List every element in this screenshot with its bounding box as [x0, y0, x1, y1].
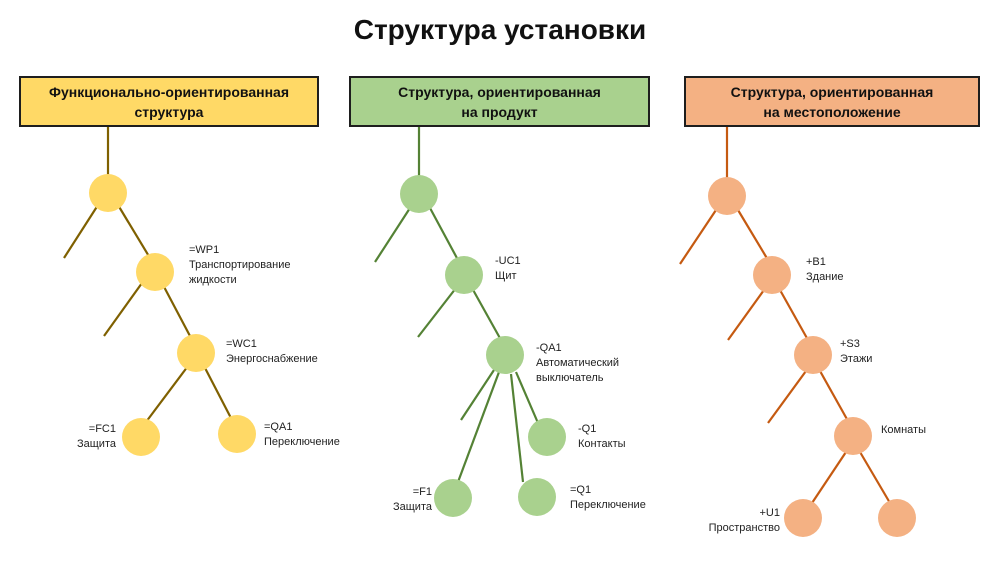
connector-line [737, 209, 769, 261]
label-q1-switch: =Q1 Переключение [570, 483, 646, 513]
branch-line [679, 209, 717, 265]
node-uc1 [445, 256, 483, 294]
label-text: Энергоснабжение [226, 353, 318, 365]
label-code: -Q1 [578, 423, 597, 435]
branch-line [63, 204, 99, 259]
tree-lines-location [679, 127, 891, 507]
label-code: +B1 [806, 256, 826, 268]
node-qa1-functional [218, 415, 256, 453]
node-wp1 [136, 253, 174, 291]
connector-line [819, 370, 849, 422]
branch-line [417, 287, 457, 338]
label-code: =QA1 [264, 421, 293, 433]
tree-nodes-functional [89, 174, 256, 456]
node-q1-switch [518, 478, 556, 516]
label-uc1: -UC1 Щит [495, 254, 521, 284]
label-code: =WC1 [226, 338, 257, 350]
label-text: выключатель [536, 372, 604, 384]
connector-line [809, 451, 847, 507]
branch-line [374, 207, 411, 263]
label-text: Автоматический [536, 357, 620, 369]
label-code: -QA1 [536, 342, 562, 354]
connector-line [509, 373, 525, 483]
tree-nodes-location [708, 177, 916, 537]
label-text: Пространство [708, 522, 780, 534]
label-s3: +S3 Этажи [840, 337, 872, 367]
label-text: Переключение [570, 499, 646, 511]
label-text: Комнаты [881, 424, 926, 436]
label-rooms: Комнаты [881, 423, 926, 438]
label-code: =F1 [412, 486, 432, 498]
node-u1 [784, 499, 822, 537]
tree-lines-functional [63, 127, 233, 423]
label-wp1: =WP1 Транспортирование жидкости [189, 243, 290, 288]
label-b1: +B1 Здание [806, 255, 844, 285]
label-wc1: =WC1 Энергоснабжение [226, 337, 318, 367]
node-root-location [708, 177, 746, 215]
label-text: Защита [77, 438, 116, 450]
connector-line [859, 451, 891, 504]
node-s3 [794, 336, 832, 374]
branch-line [103, 282, 143, 337]
label-qa1-functional: =QA1 Переключение [264, 420, 340, 450]
node-fc1 [122, 418, 160, 456]
connector-line [471, 287, 502, 341]
label-q1-contacts: -Q1 Контакты [578, 422, 626, 452]
connector-line [145, 365, 189, 423]
node-location-leaf [878, 499, 916, 537]
header-functional: Функционально-ориентированная структура [19, 76, 319, 127]
label-code: =WP1 [189, 244, 220, 256]
label-text: Защита [393, 501, 432, 513]
node-f1 [434, 479, 472, 517]
connector-line [117, 204, 151, 259]
node-b1 [753, 256, 791, 294]
connector-line [161, 282, 191, 337]
tree-lines-product [374, 127, 540, 483]
label-f1: =F1 Защита [376, 485, 432, 515]
label-code: +S3 [840, 338, 860, 350]
label-text: Переключение [264, 436, 340, 448]
label-code: =Q1 [570, 484, 592, 496]
header-product: Структура, ориентированная на продукт [349, 76, 650, 127]
node-root-functional [89, 174, 127, 212]
label-text: Здание [806, 271, 844, 283]
connector-line [203, 365, 233, 421]
node-rooms [834, 417, 872, 455]
node-qa1-product [486, 336, 524, 374]
page-title: Структура установки [353, 14, 647, 45]
label-qa1-product: -QA1 Автоматический выключатель [536, 341, 619, 386]
branch-line [767, 370, 807, 424]
label-fc1: =FC1 Защита [60, 422, 116, 452]
label-code: =FC1 [88, 423, 116, 435]
connector-line [429, 207, 459, 261]
label-text: Контакты [578, 438, 626, 450]
node-wc1 [177, 334, 215, 372]
header-location: Структура, ориентированная на местополож… [684, 76, 980, 127]
connector-line [456, 371, 501, 483]
branch-line [460, 369, 495, 421]
branch-line [727, 289, 765, 341]
label-text: Транспортирование [189, 259, 291, 271]
connector-line [779, 289, 809, 341]
node-q1-contacts [528, 418, 566, 456]
connector-line [514, 371, 540, 424]
tree-nodes-product [400, 175, 566, 517]
label-u1: +U1 Пространство [690, 506, 780, 536]
label-text: Щит [495, 270, 517, 282]
label-text: жидкости [189, 274, 237, 286]
label-code: +U1 [759, 507, 781, 519]
node-root-product [400, 175, 438, 213]
label-text: Этажи [840, 353, 873, 365]
label-code: -UC1 [495, 255, 521, 267]
